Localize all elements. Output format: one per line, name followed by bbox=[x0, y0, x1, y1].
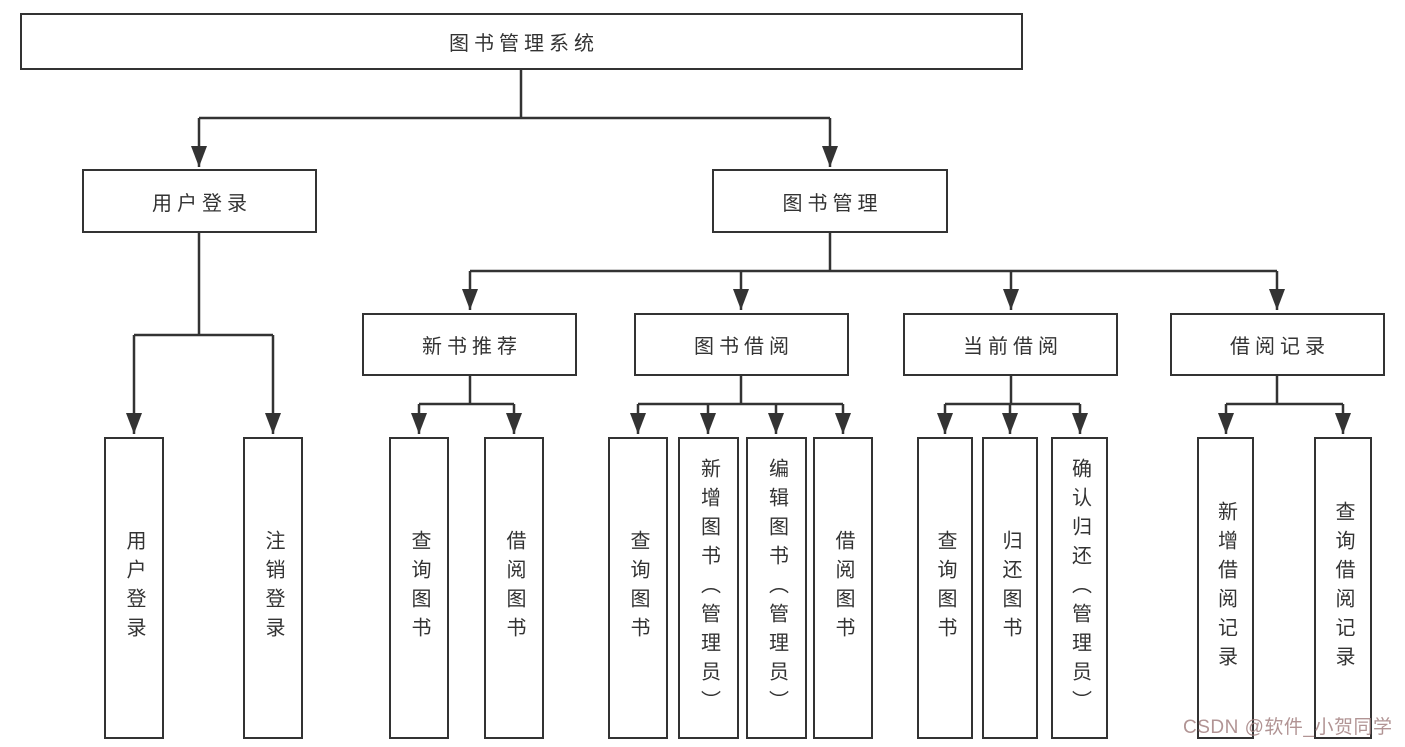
node-user-login-group: 用户登录 bbox=[82, 169, 317, 233]
node-library-management-system: 图书管理系统 bbox=[20, 13, 1023, 70]
node-label: 查询借阅记录 bbox=[1332, 501, 1354, 675]
node-label: 用户登录 bbox=[152, 192, 252, 215]
leaf-cb-query-books: 查询图书 bbox=[917, 437, 973, 739]
node-label: 图书管理 bbox=[782, 192, 883, 215]
node-label: 归还图书 bbox=[999, 530, 1021, 646]
node-label: 注销登录 bbox=[262, 530, 284, 646]
node-book-management-group: 图书管理 bbox=[712, 169, 948, 233]
node-new-book-recommend: 新书推荐 bbox=[362, 313, 577, 376]
node-label: 新增借阅记录 bbox=[1214, 501, 1237, 675]
node-label: 查询图书 bbox=[627, 530, 649, 646]
node-label: 编辑图书（管理员） bbox=[765, 457, 788, 719]
node-label: 新增图书（管理员） bbox=[697, 457, 720, 719]
leaf-nbr-query-books: 查询图书 bbox=[389, 437, 449, 739]
csdn-watermark: CSDN @软件_小贺同学 bbox=[1183, 717, 1393, 738]
node-label: 新书推荐 bbox=[422, 336, 522, 358]
node-label: 查询图书 bbox=[934, 530, 956, 646]
node-label: 借阅图书 bbox=[503, 530, 525, 646]
leaf-br-query-record: 查询借阅记录 bbox=[1314, 437, 1372, 739]
node-label: 用户登录 bbox=[123, 530, 145, 646]
node-book-borrowing: 图书借阅 bbox=[634, 313, 849, 376]
leaf-bb-borrow-books: 借阅图书 bbox=[813, 437, 873, 739]
node-label: 确认归还（管理员） bbox=[1068, 457, 1091, 719]
node-borrowing-records: 借阅记录 bbox=[1170, 313, 1385, 376]
leaf-cb-confirm-return-admin: 确认归还（管理员） bbox=[1051, 437, 1108, 739]
leaf-logout: 注销登录 bbox=[243, 437, 303, 739]
leaf-nbr-borrow-books: 借阅图书 bbox=[484, 437, 544, 739]
node-label: 图书管理系统 bbox=[449, 33, 599, 55]
node-current-borrowing: 当前借阅 bbox=[903, 313, 1118, 376]
leaf-cb-return-books: 归还图书 bbox=[982, 437, 1038, 739]
leaf-br-add-record: 新增借阅记录 bbox=[1197, 437, 1254, 739]
node-label: 借阅记录 bbox=[1230, 336, 1330, 358]
leaf-bb-query-books: 查询图书 bbox=[608, 437, 668, 739]
leaf-bb-edit-books-admin: 编辑图书（管理员） bbox=[746, 437, 807, 739]
leaf-bb-add-books-admin: 新增图书（管理员） bbox=[678, 437, 739, 739]
leaf-user-login: 用户登录 bbox=[104, 437, 164, 739]
node-label: 借阅图书 bbox=[832, 530, 854, 646]
node-label: 图书借阅 bbox=[694, 336, 794, 358]
node-label: 当前借阅 bbox=[963, 336, 1063, 358]
node-label: 查询图书 bbox=[408, 530, 430, 646]
